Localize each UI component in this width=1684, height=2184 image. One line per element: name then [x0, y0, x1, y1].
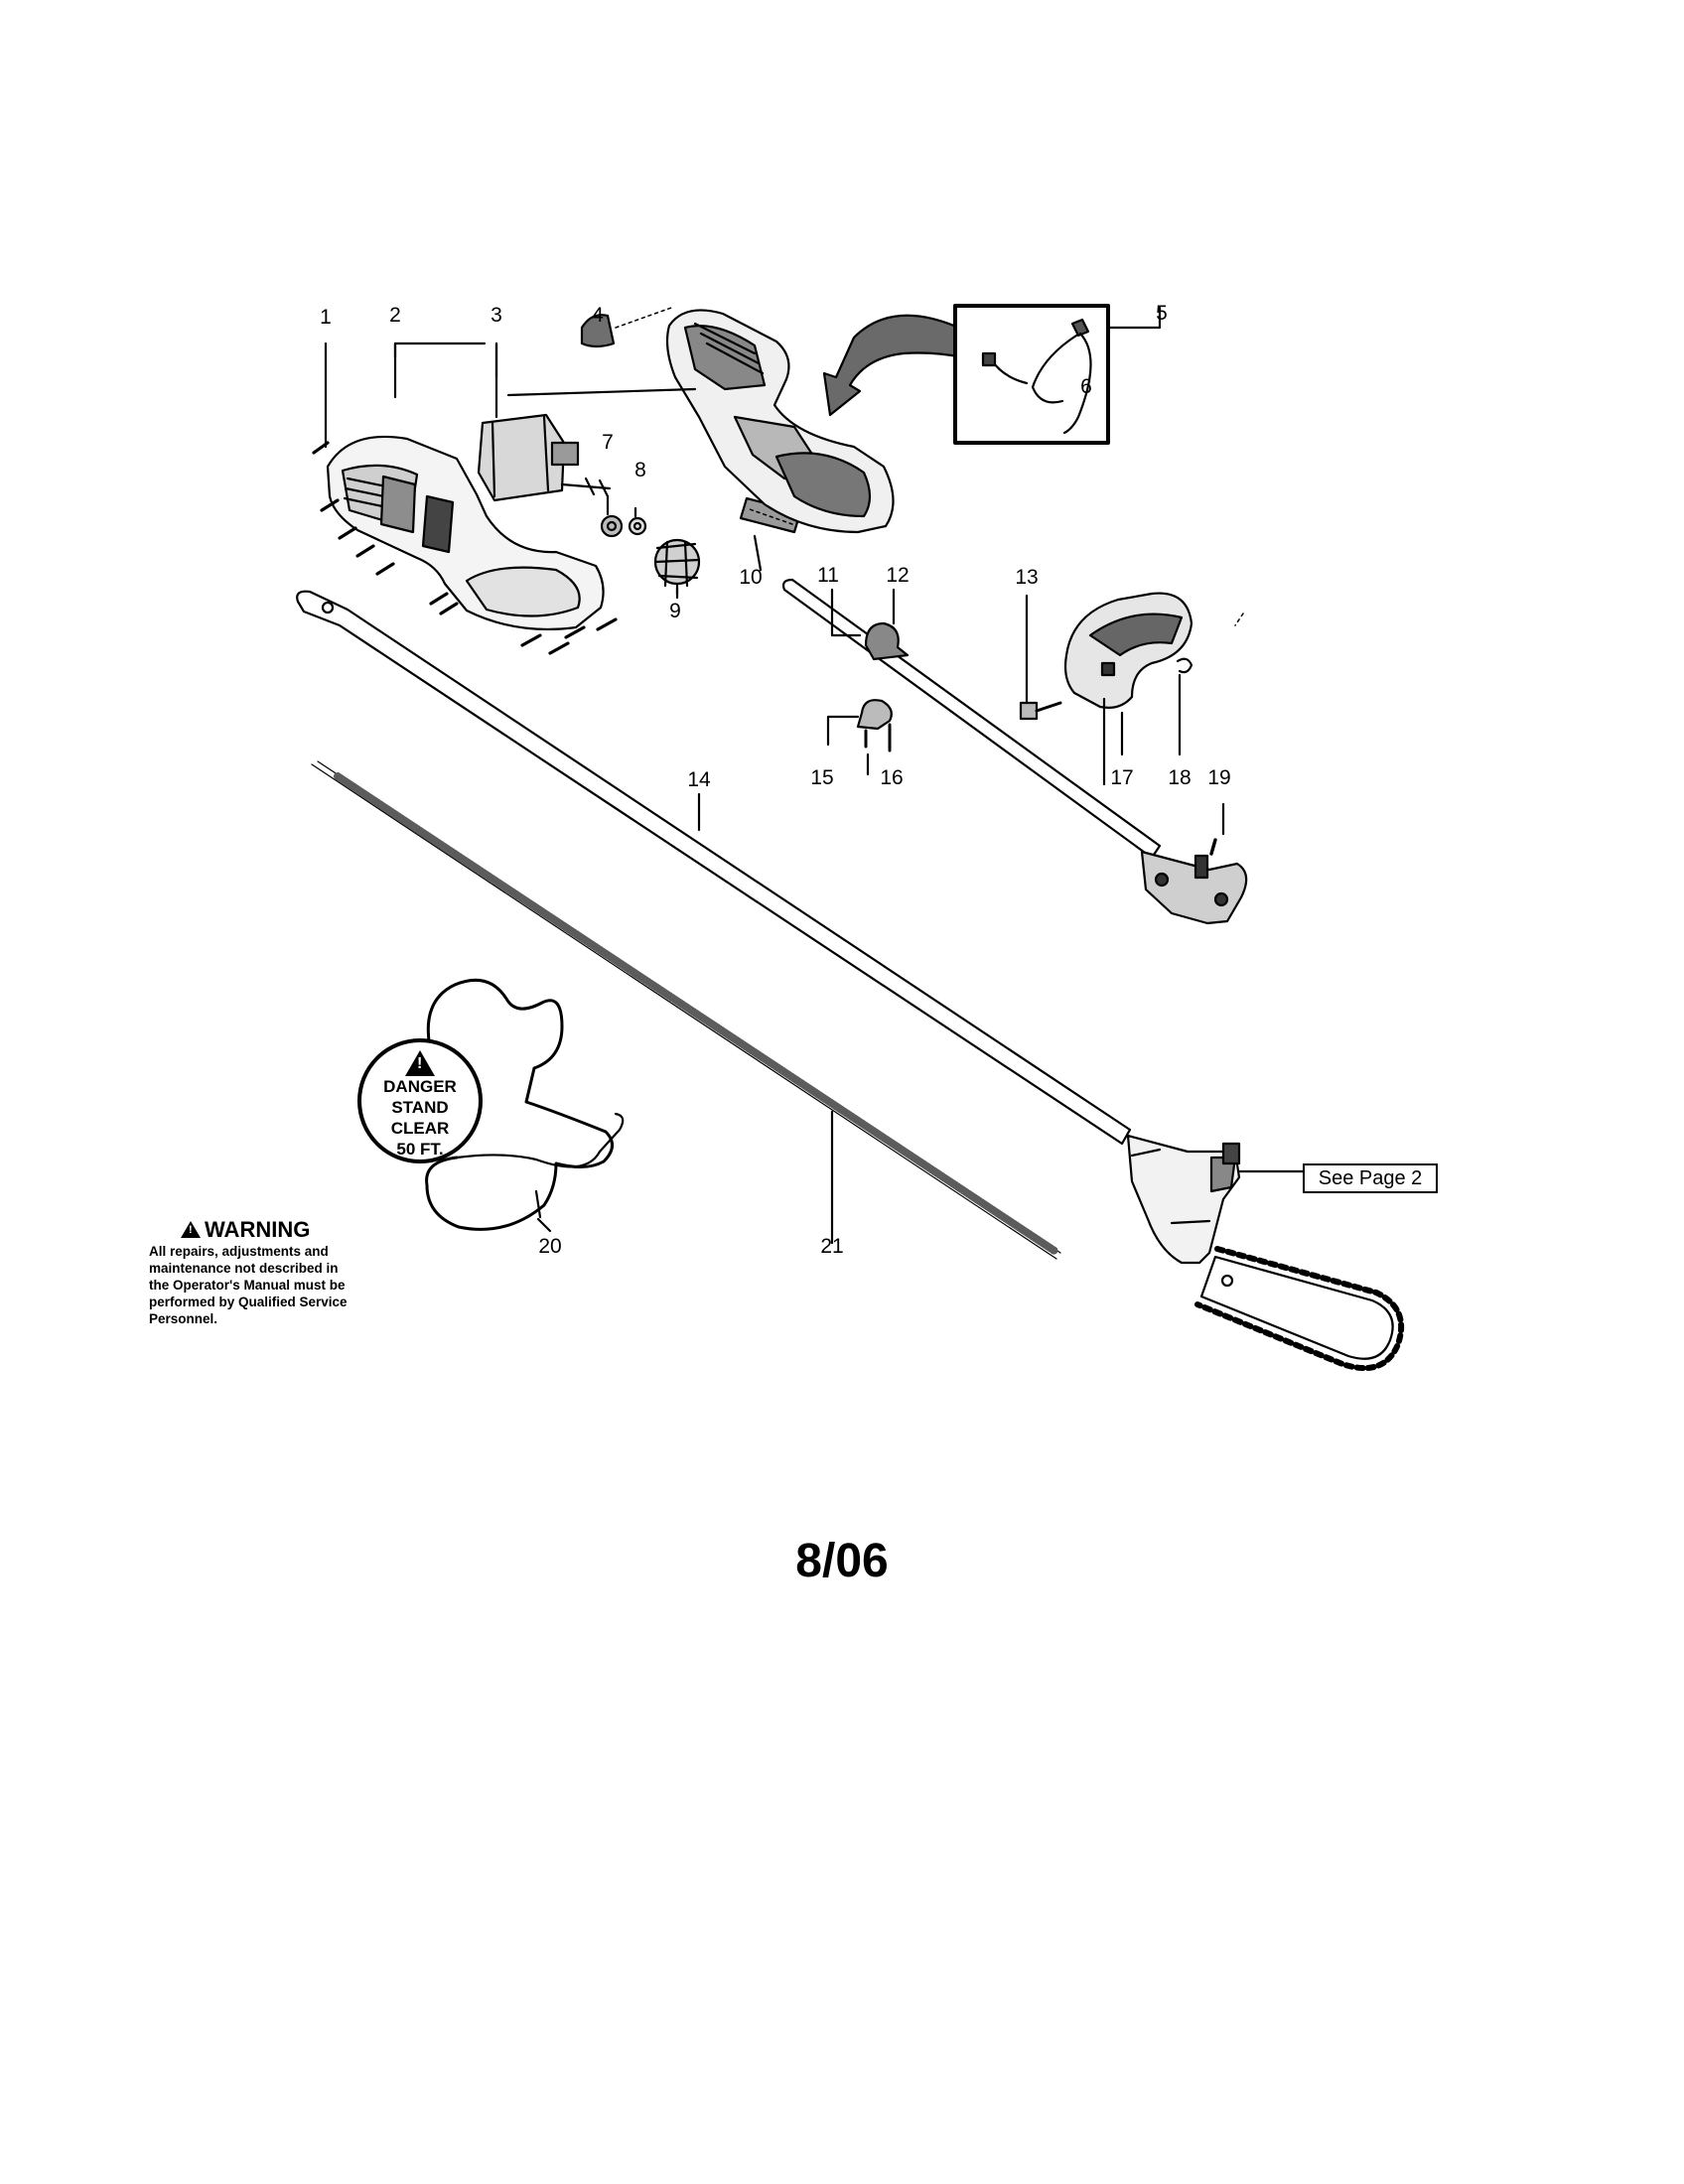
cord-inset [953, 304, 1162, 445]
guide-bar-chain [1194, 1246, 1405, 1371]
callout-21: 21 [820, 1235, 844, 1258]
motor [477, 413, 612, 502]
callout-6: 6 [1080, 375, 1092, 398]
callout-7: 7 [602, 431, 614, 454]
callout-9: 9 [669, 600, 681, 622]
callout-13: 13 [1015, 566, 1039, 589]
part-4-clip [580, 314, 616, 348]
see-page-reference: See Page 2 [1303, 1163, 1438, 1193]
danger-label: ! DANGER STAND CLEAR 50 FT. [357, 1038, 483, 1163]
bearing [600, 514, 624, 538]
shoulder-strap [425, 978, 625, 1231]
cord-clip [864, 621, 910, 661]
callout-11: 11 [817, 564, 839, 587]
warning-triangle-icon: ! [405, 1050, 435, 1076]
danger-line-2: STAND [391, 1098, 449, 1117]
extension-shaft [296, 590, 1132, 1146]
retainer [1176, 657, 1193, 674]
callout-8: 8 [634, 459, 646, 481]
warning-notice: !WARNING All repairs, adjustments and ma… [149, 1219, 397, 1327]
fan [653, 538, 701, 600]
motor-housing-left [326, 435, 605, 631]
danger-line-1: DANGER [383, 1077, 457, 1096]
washer [628, 516, 647, 536]
warning-heading: !WARNING [149, 1219, 397, 1241]
callout-2: 2 [389, 304, 401, 327]
warning-body: All repairs, adjustments and maintenance… [149, 1244, 348, 1326]
motor-housing-right [665, 309, 895, 534]
saw-head [1126, 1134, 1313, 1265]
auxiliary-handle [1063, 592, 1193, 756]
callout-5: 5 [1156, 302, 1168, 325]
callout-12: 12 [886, 564, 910, 587]
callout-14: 14 [687, 768, 711, 791]
danger-line-3: CLEAR [390, 1119, 450, 1138]
screw [1209, 838, 1217, 856]
callout-16: 16 [880, 766, 904, 789]
pointer-arrow [822, 314, 965, 417]
callout-15: 15 [810, 766, 834, 789]
callout-19: 19 [1207, 766, 1231, 789]
danger-line-4: 50 FT. [396, 1140, 444, 1159]
callout-3: 3 [491, 304, 502, 327]
callout-10: 10 [739, 566, 763, 589]
date-code: 8/06 [795, 1535, 889, 1587]
bolt [1019, 701, 1062, 721]
callout-20: 20 [538, 1235, 562, 1258]
callout-1: 1 [320, 306, 332, 329]
drive-cable [311, 760, 1061, 1260]
callout-18: 18 [1168, 766, 1192, 789]
callout-4: 4 [592, 304, 604, 327]
callout-17: 17 [1110, 766, 1134, 789]
clamp [826, 699, 893, 752]
warning-triangle-icon: ! [181, 1221, 201, 1238]
